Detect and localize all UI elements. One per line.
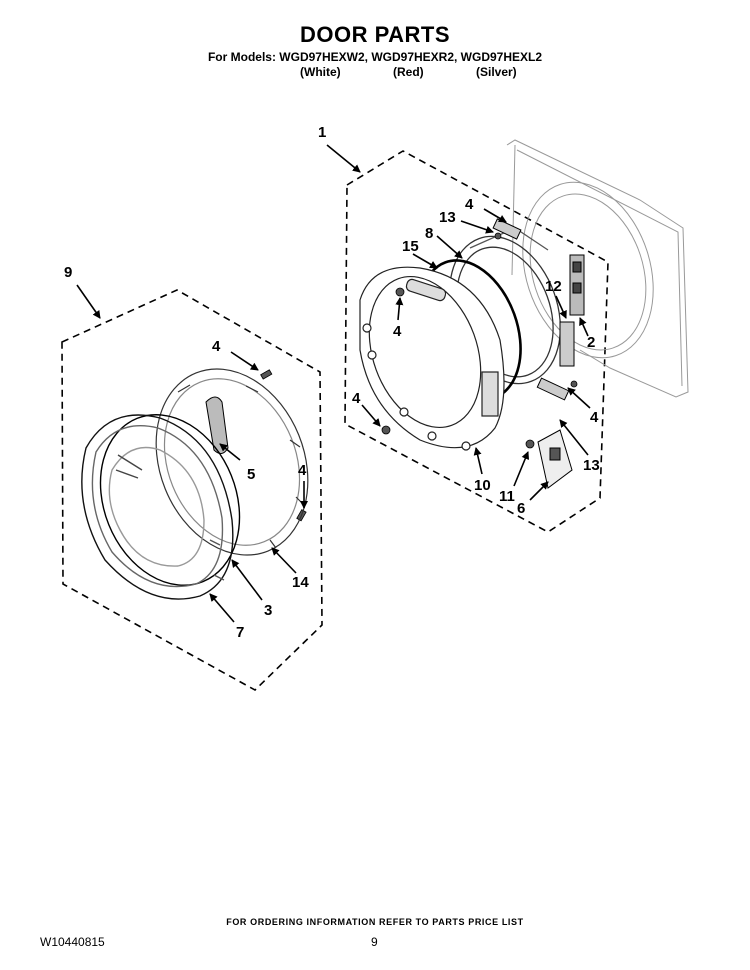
callout-5: 5: [247, 466, 255, 483]
color-label-white: (White): [300, 65, 341, 79]
cabinet-front-panel: [506, 139, 689, 398]
door-hinge: [559, 254, 585, 367]
color-label-red: (Red): [393, 65, 424, 79]
callout-6: 6: [517, 500, 525, 517]
callout-3: 3: [264, 602, 272, 619]
callout-2: 2: [587, 334, 595, 351]
callout-13a: 13: [439, 209, 456, 226]
door-glass: [99, 414, 241, 586]
callout-4d: 4: [393, 323, 402, 340]
callout-4c: 4: [465, 196, 474, 213]
callout-15: 15: [402, 238, 419, 255]
callout-4e: 4: [352, 390, 361, 407]
callout-4a: 4: [212, 338, 221, 355]
inner-door-panel: [155, 368, 309, 556]
outer-door: [81, 414, 234, 600]
lock-bracket: [492, 218, 570, 401]
callout-7: 7: [236, 624, 244, 641]
page-title: DOOR PARTS: [299, 22, 451, 47]
callout-12: 12: [545, 278, 562, 295]
door-handle: [205, 396, 229, 454]
models-line: For Models: WGD97HEXW2, WGD97HEXR2, WGD9…: [207, 50, 543, 64]
callout-1: 1: [318, 124, 326, 141]
document-number: W10440815: [40, 935, 105, 949]
callout-11: 11: [499, 488, 515, 505]
callout-4b: 4: [298, 462, 307, 479]
color-label-silver: (Silver): [476, 65, 517, 79]
door-lock-assembly: [537, 429, 573, 489]
callout-10: 10: [474, 477, 491, 494]
screws: [260, 232, 578, 522]
page-number: 9: [371, 935, 378, 949]
callout-arrows: [76, 144, 591, 623]
callout-14: 14: [292, 574, 309, 591]
callout-9: 9: [64, 264, 72, 281]
assembly-1-boundary: [344, 150, 609, 533]
callout-13b: 13: [583, 457, 600, 474]
callout-labels: 1 9 4 5 4 14 3 7 4 13 8 15 4 4 12 2 4 13…: [64, 124, 600, 641]
assembly-9-boundary: [61, 289, 323, 691]
ordering-note: FOR ORDERING INFORMATION REFER TO PARTS …: [226, 917, 524, 927]
callout-8: 8: [425, 225, 433, 242]
outer-front-ring: [359, 266, 505, 451]
callout-4f: 4: [590, 409, 599, 426]
